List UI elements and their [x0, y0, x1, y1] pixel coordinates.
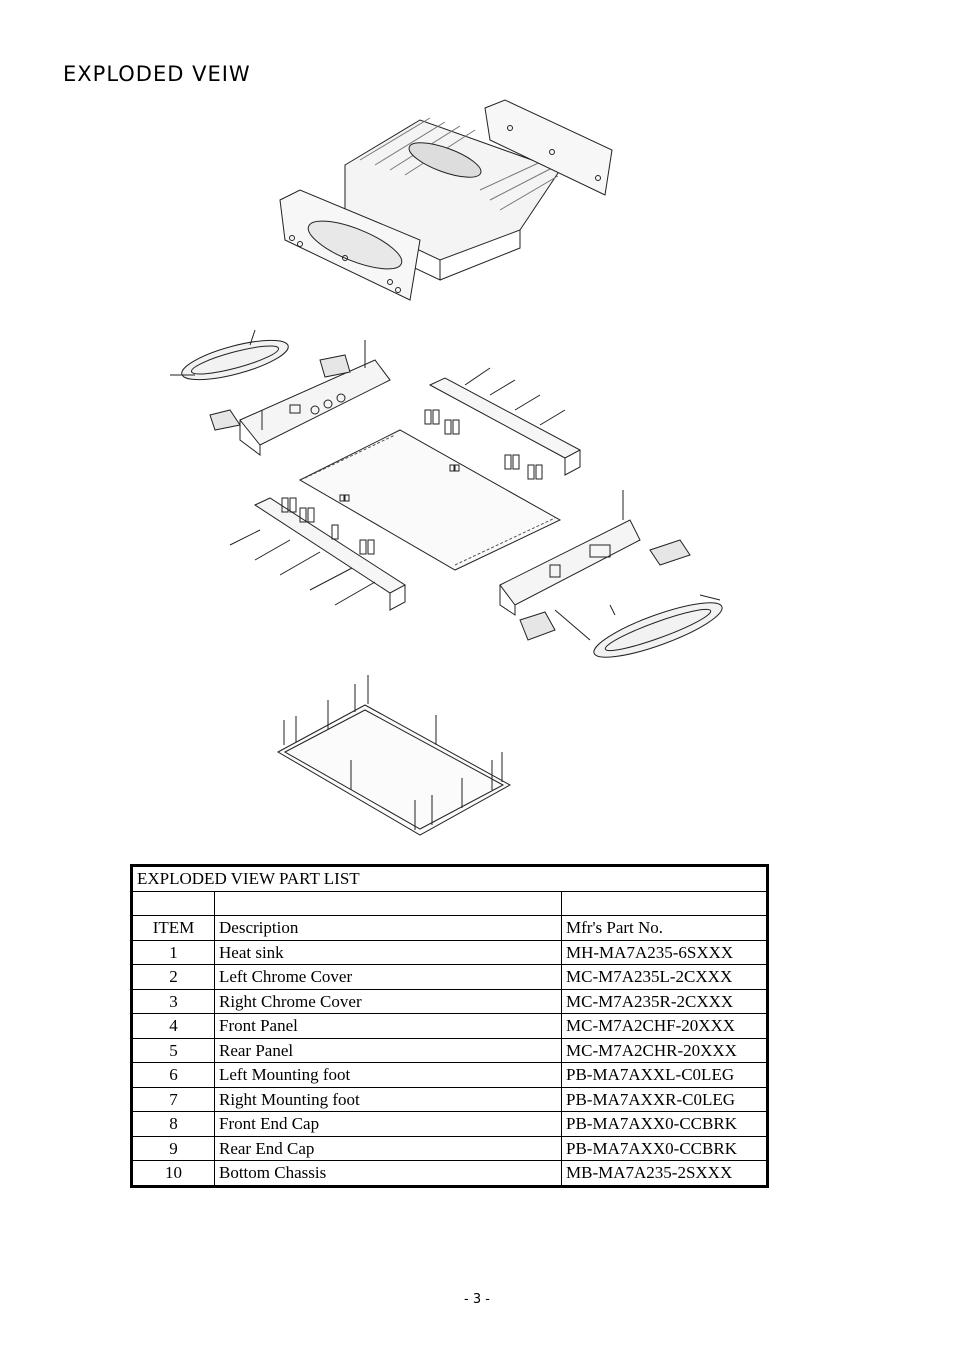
cell-part-no: MC-M7A2CHF-20XXX: [561, 1013, 767, 1039]
cell-description: Front End Cap: [214, 1111, 562, 1137]
cell-item: 10: [132, 1160, 215, 1186]
end-cap-left-drawing: [170, 329, 289, 381]
table-header-row: ITEM Description Mfr's Part No.: [132, 915, 767, 941]
cell-item: 2: [132, 964, 215, 990]
rear-panel-drawing: [499, 490, 691, 641]
table-row: 10 Bottom Chassis MB-MA7A235-2SXXX: [132, 1160, 767, 1186]
cell-part-no: PB-MA7AXX0-CCBRK: [561, 1111, 767, 1137]
cell-item: 5: [132, 1037, 215, 1063]
cell-item: 7: [132, 1086, 215, 1112]
bottom-chassis-drawing: [276, 675, 512, 836]
cell-part-no: PB-MA7AXXR-C0LEG: [561, 1086, 767, 1112]
end-cap-right-drawing: [593, 594, 723, 658]
table-blank-row: [132, 890, 767, 916]
table-row: 5 Rear Panel MC-M7A2CHR-20XXX: [132, 1037, 767, 1063]
heat-sink-drawing: [344, 117, 561, 281]
table-title: EXPLODED VIEW PART LIST: [132, 866, 767, 892]
right-chrome-cover-drawing: [484, 99, 613, 196]
table-title-row: EXPLODED VIEW PART LIST: [132, 866, 767, 892]
cell-description: Heat sink: [214, 939, 562, 965]
cell-description: Rear Panel: [214, 1037, 562, 1063]
table-row: 8 Front End Cap PB-MA7AXX0-CCBRK: [132, 1111, 767, 1137]
cell-item: 8: [132, 1111, 215, 1137]
heat-rail-left-drawing: [229, 497, 406, 611]
table-row: 1 Heat sink MH-MA7A235-6SXXX: [132, 939, 767, 965]
header-description: Description: [214, 915, 562, 941]
page-number: - 3 -: [464, 1292, 490, 1307]
table-row: 6 Left Mounting foot PB-MA7AXXL-C0LEG: [132, 1062, 767, 1088]
cell-item: 1: [132, 939, 215, 965]
table-row: 2 Left Chrome Cover MC-M7A235L-2CXXX: [132, 964, 767, 990]
header-item: ITEM: [132, 915, 215, 941]
front-panel-drawing: [209, 340, 391, 456]
header-part-no: Mfr's Part No.: [561, 915, 767, 941]
cell-description: Bottom Chassis: [214, 1160, 562, 1186]
cell-item: 6: [132, 1062, 215, 1088]
heat-rail-right-drawing: [424, 367, 582, 480]
cell-part-no: MC-M7A235L-2CXXX: [561, 964, 767, 990]
cell-part-no: PB-MA7AXX0-CCBRK: [561, 1135, 767, 1161]
cell-item: 4: [132, 1013, 215, 1039]
cell-description: Left Chrome Cover: [214, 964, 562, 990]
table-row: 4 Front Panel MC-M7A2CHF-20XXX: [132, 1013, 767, 1039]
cell-part-no: MB-MA7A235-2SXXX: [561, 1160, 767, 1186]
left-chrome-cover-drawing: [279, 189, 421, 301]
circuit-board-drawing: [298, 429, 562, 571]
cell-description: Right Chrome Cover: [214, 988, 562, 1014]
cell-description: Rear End Cap: [214, 1135, 562, 1161]
cell-description: Left Mounting foot: [214, 1062, 562, 1088]
cell-item: 9: [132, 1135, 215, 1161]
cell-part-no: MH-MA7A235-6SXXX: [561, 939, 767, 965]
cell-description: Right Mounting foot: [214, 1086, 562, 1112]
cell-part-no: MC-M7A235R-2CXXX: [561, 988, 767, 1014]
exploded-view-diagram: [170, 99, 723, 836]
page-title: EXPLODED VEIW: [63, 62, 251, 86]
table-row: 7 Right Mounting foot PB-MA7AXXR-C0LEG: [132, 1086, 767, 1112]
table-row: 3 Right Chrome Cover MC-M7A235R-2CXXX: [132, 988, 767, 1014]
cell-part-no: PB-MA7AXXL-C0LEG: [561, 1062, 767, 1088]
cell-item: 3: [132, 988, 215, 1014]
cell-description: Front Panel: [214, 1013, 562, 1039]
cell-part-no: MC-M7A2CHR-20XXX: [561, 1037, 767, 1063]
parts-list-table: EXPLODED VIEW PART LIST ITEM Description…: [130, 864, 769, 1188]
table-row: 9 Rear End Cap PB-MA7AXX0-CCBRK: [132, 1135, 767, 1161]
